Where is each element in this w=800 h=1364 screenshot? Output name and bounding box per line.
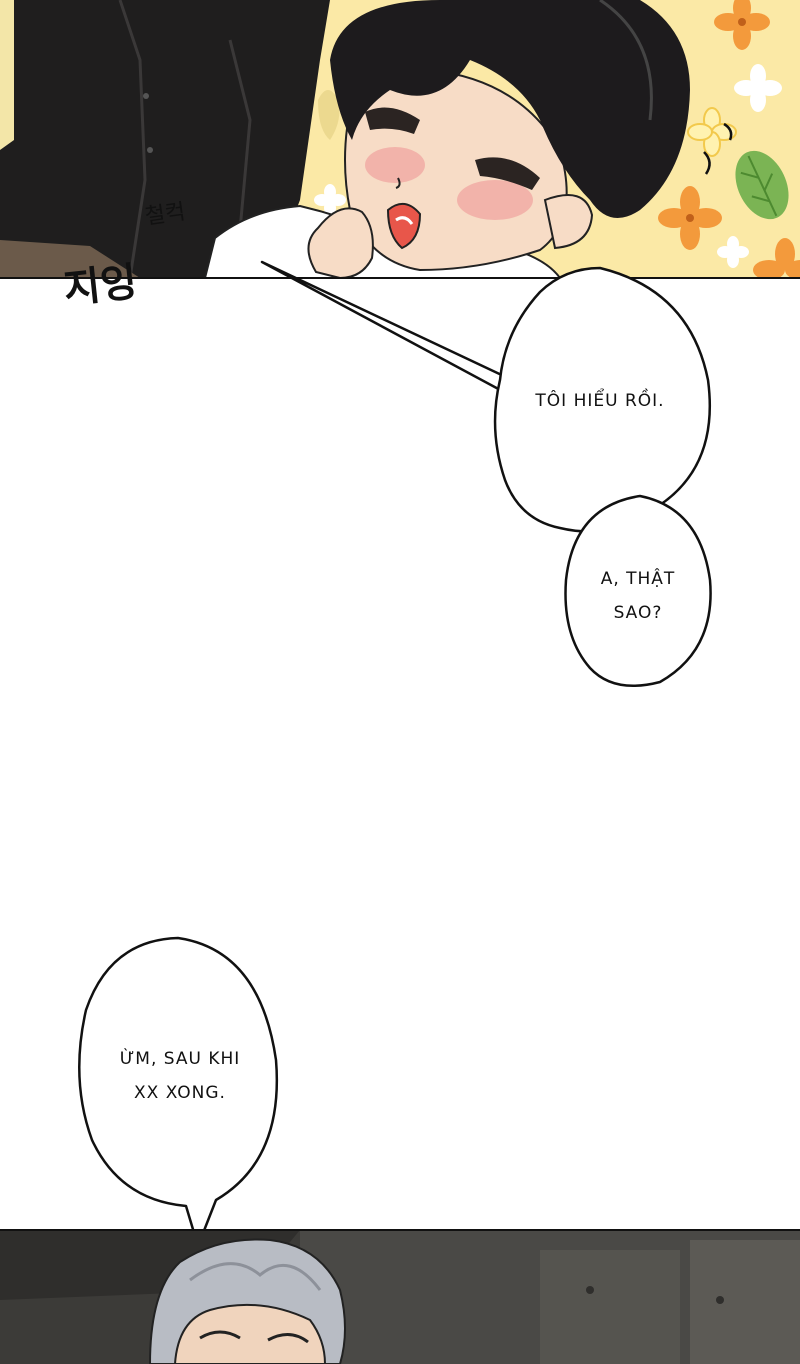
bubble-1-line-1: TÔI HIỂU RỒI. <box>534 387 664 411</box>
dark-haired-character <box>203 0 690 278</box>
speech-bubble-1: TÔI HIỂU RỒI. <box>260 260 712 533</box>
leaf-icon <box>735 150 789 220</box>
bubble-3-line-1: ỪM, SAU KHI <box>120 1047 241 1069</box>
yellow-flower <box>687 107 737 157</box>
flower-pattern <box>658 0 800 278</box>
bottom-panel <box>0 1230 800 1364</box>
bubble-3-line-2: XX XONG. <box>134 1083 226 1103</box>
bubble-1-shape <box>493 266 712 533</box>
bubble-1-tail <box>260 260 510 394</box>
dark-figure-torso <box>0 0 330 278</box>
bubble-2-shape <box>564 494 712 688</box>
sfx-whirr-text: 지잉 <box>61 259 139 312</box>
top-panel: 철컥 <box>0 0 800 278</box>
surprise-mark <box>703 151 711 175</box>
grey-haired-character <box>148 1238 346 1364</box>
bubble-3-shape <box>78 936 279 1248</box>
bubble-2-line-1: A, THẬT <box>601 567 676 589</box>
arm-skin <box>0 240 140 278</box>
speech-bubble-2: A, THẬT SAO? <box>564 494 712 688</box>
sfx-click-text: 철컥 <box>143 200 187 230</box>
white-flowers <box>314 64 782 268</box>
speech-bubble-3: ỪM, SAU KHI XX XONG. <box>78 936 279 1248</box>
bubble-2-line-2: SAO? <box>614 603 663 623</box>
